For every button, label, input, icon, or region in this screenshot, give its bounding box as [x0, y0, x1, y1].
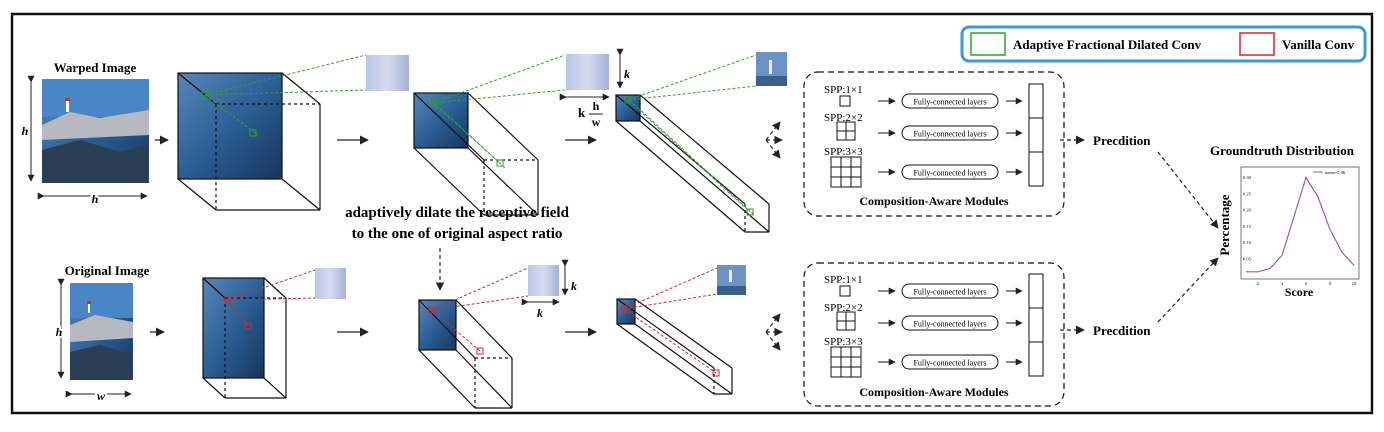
receptive-lines-top-3 — [624, 54, 757, 216]
chart-ylabel: Percentage — [1217, 194, 1232, 255]
kernel-top-label-bottom: k — [571, 279, 577, 293]
spp2-label-bottom: SPP:2×2 — [824, 302, 863, 314]
series-line — [1246, 176, 1355, 273]
red-swatch — [1239, 32, 1275, 56]
spp1-label-bottom: SPP:1×1 — [824, 274, 863, 286]
y-tick-label: 0.20 — [1243, 208, 1252, 213]
kernel-top-label: k — [624, 67, 630, 81]
groundtruth-chart: 0.05 0.10 0.15 0.20 0.25 0.30 2 4 6 8 10 mean=5.9… — [1217, 166, 1360, 299]
x-tick-label: 10 — [1352, 281, 1357, 286]
frac-num: h — [593, 99, 600, 113]
module-title-bottom: Composition-Aware Modules — [859, 385, 1009, 399]
module-title-top: Composition-Aware Modules — [859, 194, 1009, 208]
composition-module-bottom: SPP:1×1 SPP:2×2 SPP:3×3 Fully-connected … — [803, 262, 1065, 407]
frac-den: w — [592, 115, 601, 129]
feature-cube-top-3 — [615, 94, 770, 233]
receptive-lines-bottom-3 — [620, 267, 720, 377]
arrow-pred-top-to-gt — [1157, 151, 1219, 229]
feature-cube-top-1 — [177, 72, 321, 211]
feature-cube-bottom-1 — [202, 277, 287, 399]
chart-legend: mean=5.96 — [1325, 170, 1346, 175]
patch-bottom-2 — [528, 265, 559, 296]
legend-green-label: Adaptive Fractional Dilated Conv — [1013, 37, 1202, 52]
y-tick-label: 0.10 — [1243, 240, 1252, 245]
legend-red-label: Vanilla Conv — [1282, 37, 1355, 52]
receptive-lines-top-1 — [201, 54, 367, 137]
fc-label-bottom-3: Fully-connected layers — [913, 359, 986, 368]
patch-top-1 — [366, 55, 409, 91]
prediction-bottom: Precdition — [1093, 323, 1151, 338]
fc-label-bottom-2: Fully-connected layers — [913, 320, 986, 329]
x-tick-label: 6 — [1305, 281, 1308, 286]
spp2-label-top: SPP:2×2 — [824, 112, 863, 124]
receptive-lines-bottom-1 — [224, 269, 316, 330]
y-tick-label: 0.15 — [1243, 224, 1252, 229]
chart-xlabel: Score — [1285, 285, 1314, 299]
y-ticks: 0.05 0.10 0.15 0.20 0.25 0.30 — [1243, 175, 1252, 261]
receptive-lines-top-2 — [429, 54, 566, 169]
annotation-line2: to the one of original aspect ratio — [352, 226, 563, 242]
kernel-bottom-label-bottom: k — [537, 306, 543, 320]
y-tick-label: 0.05 — [1243, 256, 1252, 261]
dim-h-bottom-label: h — [92, 192, 99, 206]
dim-h-left-bottom-label: h — [56, 325, 63, 339]
x-tick-label: 2 — [1257, 281, 1259, 286]
spp1-label-top: SPP:1×1 — [824, 84, 863, 96]
x-ticks: 2 4 6 8 10 — [1257, 281, 1357, 286]
spp3-label-bottom: SPP:3×3 — [824, 336, 863, 348]
prediction-top: Precdition — [1093, 133, 1151, 148]
svg-text:w: w — [97, 389, 106, 403]
feature-cube-top-2 — [413, 92, 539, 216]
x-tick-label: 8 — [1329, 281, 1332, 286]
feature-cube-bottom-3 — [616, 298, 733, 395]
svg-text:h: h — [92, 192, 99, 206]
warped-image — [42, 79, 149, 183]
patch-top-2 — [566, 54, 609, 90]
x-tick-label: 4 — [1281, 281, 1284, 286]
fc-label-top-3: Fully-connected layers — [913, 169, 986, 178]
warped-image-title: Warped Image — [54, 60, 137, 75]
green-swatch — [970, 32, 1006, 56]
patch-bottom-1 — [315, 268, 346, 299]
groundtruth-title: Groundtruth Distribution — [1210, 143, 1355, 158]
fc-label-bottom-1: Fully-connected layers — [913, 288, 986, 297]
y-tick-label: 0.30 — [1243, 175, 1252, 180]
arrow-pred-bottom-to-gt — [1157, 257, 1219, 323]
feature-cube-bottom-2 — [418, 299, 513, 409]
receptive-lines-bottom-2 — [428, 267, 529, 355]
composition-module-top: SPP:1×1 SPP:2×2 SPP:3×3 Fully-connected … — [803, 71, 1065, 217]
kernel-bottom-prefix: k — [578, 105, 586, 120]
spp3-label-top: SPP:3×3 — [824, 146, 863, 158]
fc-label-top-2: Fully-connected layers — [913, 130, 986, 139]
y-tick-label: 0.25 — [1243, 191, 1252, 196]
dim-h-left-label: h — [22, 124, 29, 138]
outer-frame — [10, 12, 1374, 415]
split-arrows-bottom — [765, 313, 783, 351]
original-image-title: Original Image — [65, 263, 150, 278]
split-arrows-top — [765, 121, 783, 159]
original-image — [70, 283, 133, 380]
fc-label-top-1: Fully-connected layers — [913, 98, 986, 107]
chart-frame — [1240, 166, 1360, 280]
annotation-line1: adaptively dilate the receptive field — [345, 205, 570, 221]
legend: Adaptive Fractional Dilated Conv Vanilla… — [960, 25, 1367, 63]
dim-w-bottom-label: w — [97, 389, 106, 403]
svg-text:h: h — [56, 325, 63, 339]
